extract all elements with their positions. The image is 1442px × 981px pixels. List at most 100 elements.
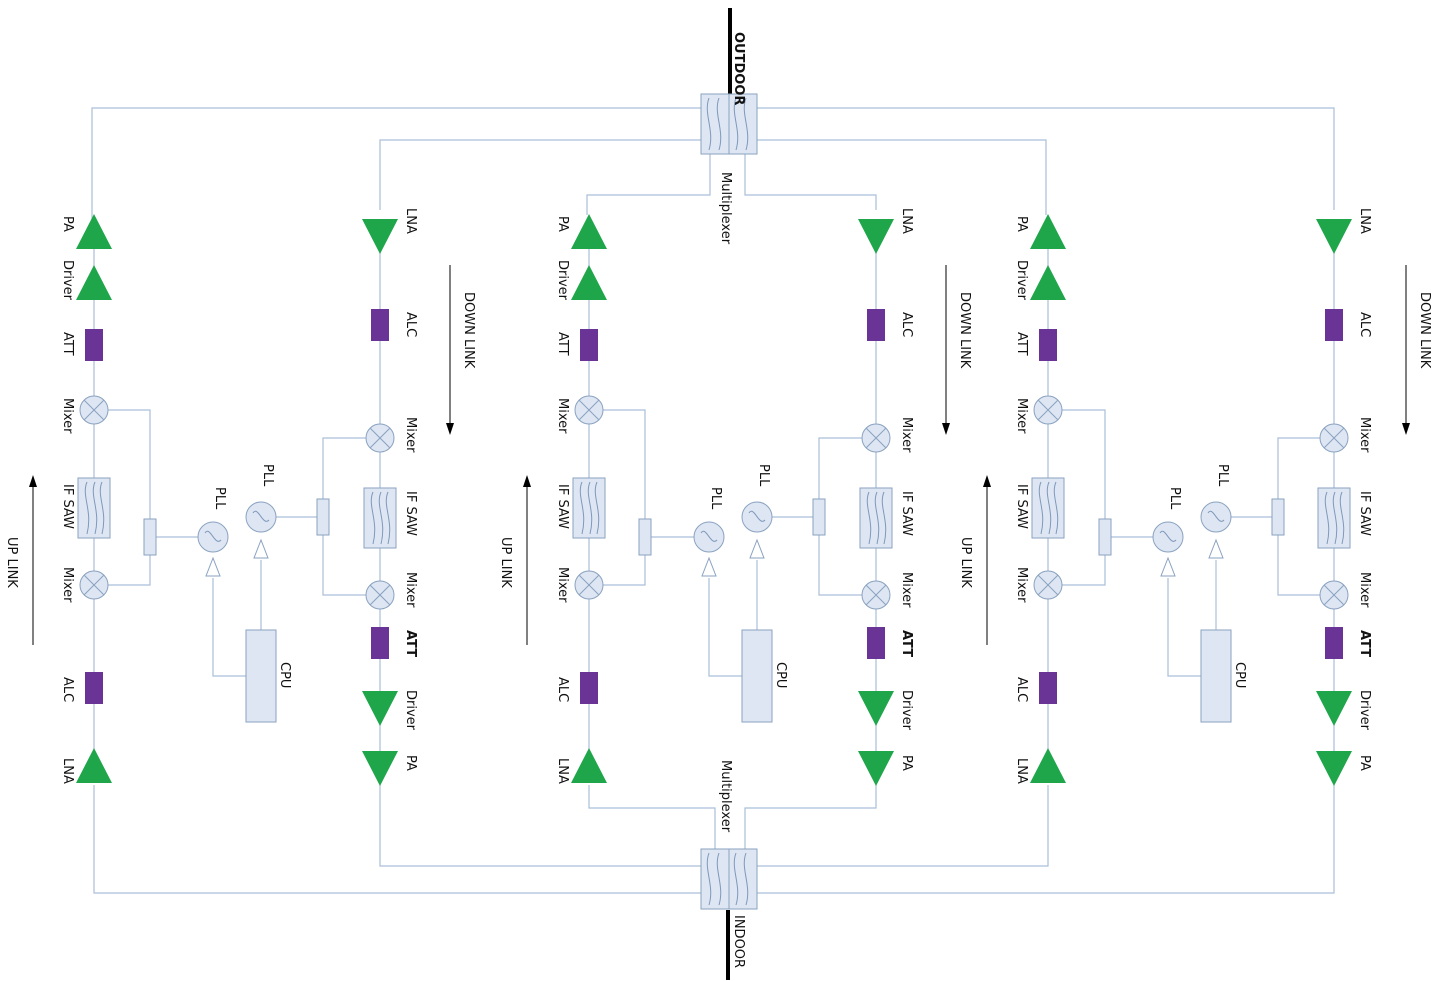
unit3-uplink-driver-label: Driver — [1014, 260, 1029, 301]
unit3-downlink-direction-label: DOWN LINK — [1417, 292, 1432, 369]
unit2-downlink-pa-amplifier — [858, 751, 894, 786]
unit3-pll-a-label: PLL — [1167, 487, 1182, 510]
unit2-uplink-pa-label: PA — [555, 216, 570, 232]
unit1-uplink-att-attenuator — [85, 329, 103, 361]
unit2-pll-b-label: PLL — [756, 464, 771, 487]
unit3-uplink-driver-amplifier — [1030, 265, 1066, 300]
unit1-downlink-att-attenuator — [371, 627, 389, 659]
outdoor-bus-mid-left — [586, 150, 711, 215]
unit2-uplink-mixer-1-label: Mixer — [555, 567, 570, 603]
unit1-uplink-alc-label: ALC — [60, 677, 75, 702]
unit3-uplink-mixer-1-label: Mixer — [1014, 567, 1029, 603]
unit3-uplink-pa-amplifier — [1030, 214, 1066, 249]
unit2-uplink-att-label: ATT — [555, 332, 570, 356]
unit2-uplink-splitter — [638, 518, 652, 556]
unit1-downlink-mixer-2-label: Mixer — [403, 572, 418, 608]
unit2-downlink-mixer-2-label: Mixer — [899, 572, 914, 608]
unit3-downlink-mixer-2-label: Mixer — [1357, 572, 1372, 608]
unit3-downlink-if-saw — [1317, 487, 1351, 549]
unit1-uplink-if-saw-label: IF SAW — [60, 484, 75, 529]
unit1-pll-b — [245, 501, 277, 533]
unit3-downlink-alc-label: ALC — [1357, 312, 1372, 337]
unit2-cpu-label: CPU — [773, 662, 788, 688]
unit2-uplink-driver-label: Driver — [555, 260, 570, 301]
unit2-downlink-alc-label: ALC — [899, 312, 914, 337]
indoor-label: INDOOR — [731, 915, 746, 968]
unit1-downlink-pa-label: PA — [403, 755, 418, 771]
unit2-uplink-mixer-2 — [574, 395, 604, 425]
unit1-downlink-mixer-1 — [365, 423, 395, 453]
unit1-downlink-lna-amplifier — [362, 219, 398, 254]
indoor-bus-mid-left — [588, 785, 716, 850]
unit3-uplink-if-saw — [1031, 477, 1065, 539]
unit1-uplink-att-label: ATT — [60, 332, 75, 356]
unit1-downlink-driver-amplifier — [362, 691, 398, 726]
outdoor-label: OUTDOOR — [731, 32, 746, 105]
unit1-cpu-block — [245, 629, 277, 723]
unit3-cpu-block — [1200, 629, 1232, 723]
unit3-pll-b — [1200, 501, 1232, 533]
unit3-uplink-att-attenuator — [1039, 329, 1057, 361]
unit1-downlink-alc-attenuator — [371, 309, 389, 341]
unit2-downlink-lna-label: LNA — [899, 208, 914, 234]
unit3-cpu-pll-a-wire — [1167, 578, 1201, 677]
unit3-uplink-lo-wiring — [1062, 409, 1106, 586]
unit1-downlink-driver-label: Driver — [403, 690, 418, 731]
unit3-uplink-att-label: ATT — [1014, 332, 1029, 356]
unit2-downlink-mixer-2 — [861, 580, 891, 610]
unit2-downlink-att-label: ATT — [899, 630, 914, 657]
unit2-uplink-if-saw — [572, 477, 606, 539]
unit1-downlink-att-label: ATT — [403, 630, 418, 657]
outdoor-bus-mid-right — [744, 150, 877, 210]
unit3-uplink-alc-attenuator — [1039, 672, 1057, 704]
unit1-uplink-lo-wiring — [108, 409, 151, 586]
unit2-uplink-lo-wiring — [603, 409, 646, 586]
unit3-downlink-splitter — [1271, 498, 1285, 536]
unit3-uplink-splitter — [1098, 518, 1112, 556]
outdoor-multiplexer-label: Multiplexer — [718, 172, 733, 245]
unit2-uplink-alc-attenuator — [580, 672, 598, 704]
unit2-downlink-pa-label: PA — [899, 755, 914, 771]
unit3-downlink-alc-attenuator — [1325, 309, 1343, 341]
unit1-pll-a — [197, 521, 229, 553]
unit3-downlink-pa-label: PA — [1357, 755, 1372, 771]
indoor-multiplexer-label: Multiplexer — [718, 760, 733, 833]
unit1-downlink-mixer-2 — [365, 580, 395, 610]
unit1-uplink-pa-label: PA — [60, 216, 75, 232]
unit3-uplink-mixer-2 — [1033, 395, 1063, 425]
unit3-uplink-direction-label: UP LINK — [958, 537, 973, 588]
unit3-uplink-if-saw-label: IF SAW — [1014, 484, 1029, 529]
unit1-uplink-mixer-1 — [79, 570, 109, 600]
unit2-downlink-if-saw-label: IF SAW — [899, 491, 914, 536]
unit1-pll-a-label: PLL — [212, 487, 227, 510]
unit2-uplink-lna-amplifier — [571, 748, 607, 783]
unit1-downlink-direction-arrowhead — [446, 423, 454, 435]
unit3-pll-b-label: PLL — [1215, 464, 1230, 487]
unit3-downlink-mixer-1-label: Mixer — [1357, 417, 1372, 453]
unit2-pll-a-control-arrow — [701, 556, 717, 577]
unit2-uplink-pa-amplifier — [571, 214, 607, 249]
unit1-downlink-if-saw-label: IF SAW — [403, 491, 418, 536]
unit2-downlink-driver-amplifier — [858, 691, 894, 726]
unit1-uplink-if-saw — [77, 477, 111, 539]
unit2-uplink-lna-label: LNA — [555, 758, 570, 784]
unit1-uplink-direction-label: UP LINK — [4, 537, 19, 588]
unit1-uplink-mixer-2-label: Mixer — [60, 398, 75, 434]
unit1-downlink-if-saw — [363, 487, 397, 549]
unit1-uplink-splitter — [143, 518, 157, 556]
unit3-downlink-driver-label: Driver — [1357, 690, 1372, 731]
unit2-downlink-direction-label: DOWN LINK — [957, 292, 972, 369]
unit2-cpu-pll-a-wire — [708, 578, 742, 677]
unit3-downlink-mixer-1 — [1319, 423, 1349, 453]
unit2-uplink-direction-arrowhead — [523, 475, 531, 487]
unit2-downlink-mixer-1 — [861, 423, 891, 453]
unit1-uplink-driver-amplifier — [76, 265, 112, 300]
unit1-uplink-direction-arrowhead — [29, 475, 37, 487]
unit2-pll-b-control-arrow — [749, 538, 765, 559]
unit1-uplink-alc-attenuator — [85, 672, 103, 704]
unit2-pll-a-label: PLL — [708, 487, 723, 510]
unit3-downlink-lna-amplifier — [1316, 219, 1352, 254]
unit2-downlink-driver-label: Driver — [899, 690, 914, 731]
unit3-pll-a-control-arrow — [1160, 556, 1176, 577]
unit2-downlink-if-saw — [859, 487, 893, 549]
